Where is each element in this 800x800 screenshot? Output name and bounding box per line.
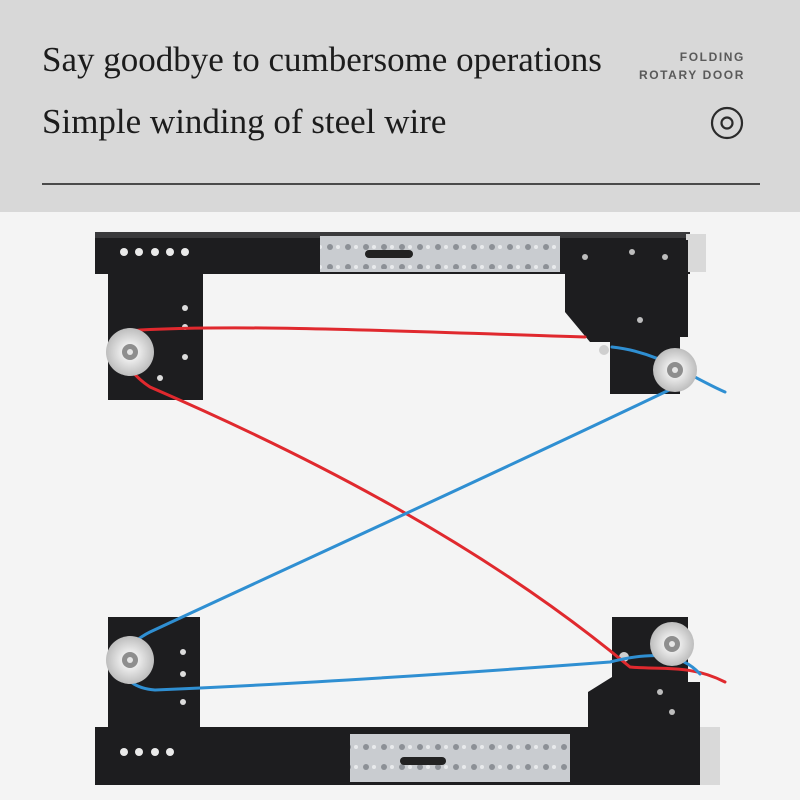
target-icon bbox=[710, 106, 744, 140]
pulley-top-right bbox=[653, 348, 697, 392]
pulley-top-left bbox=[106, 328, 154, 376]
pulley-bottom-left bbox=[106, 636, 154, 684]
top-right-bracket bbox=[565, 240, 688, 394]
product-photo bbox=[0, 212, 800, 800]
headline-line-2: Simple winding of steel wire bbox=[42, 102, 447, 141]
brand-label: FOLDING ROTARY DOOR bbox=[639, 48, 745, 84]
header-banner: Say goodbye to cumbersome operations Sim… bbox=[0, 0, 800, 212]
hardware-illustration bbox=[95, 232, 727, 785]
bottom-slide-rail bbox=[95, 727, 720, 785]
top-left-mount-plate bbox=[108, 272, 203, 400]
red-steel-wire bbox=[121, 326, 727, 684]
pulley-bottom-right bbox=[650, 622, 694, 666]
headline-line-1: Say goodbye to cumbersome operations bbox=[42, 40, 602, 79]
header-divider bbox=[42, 183, 760, 185]
brand-line-2: ROTARY DOOR bbox=[638, 68, 745, 82]
brand-line-1: FOLDING bbox=[679, 50, 745, 64]
